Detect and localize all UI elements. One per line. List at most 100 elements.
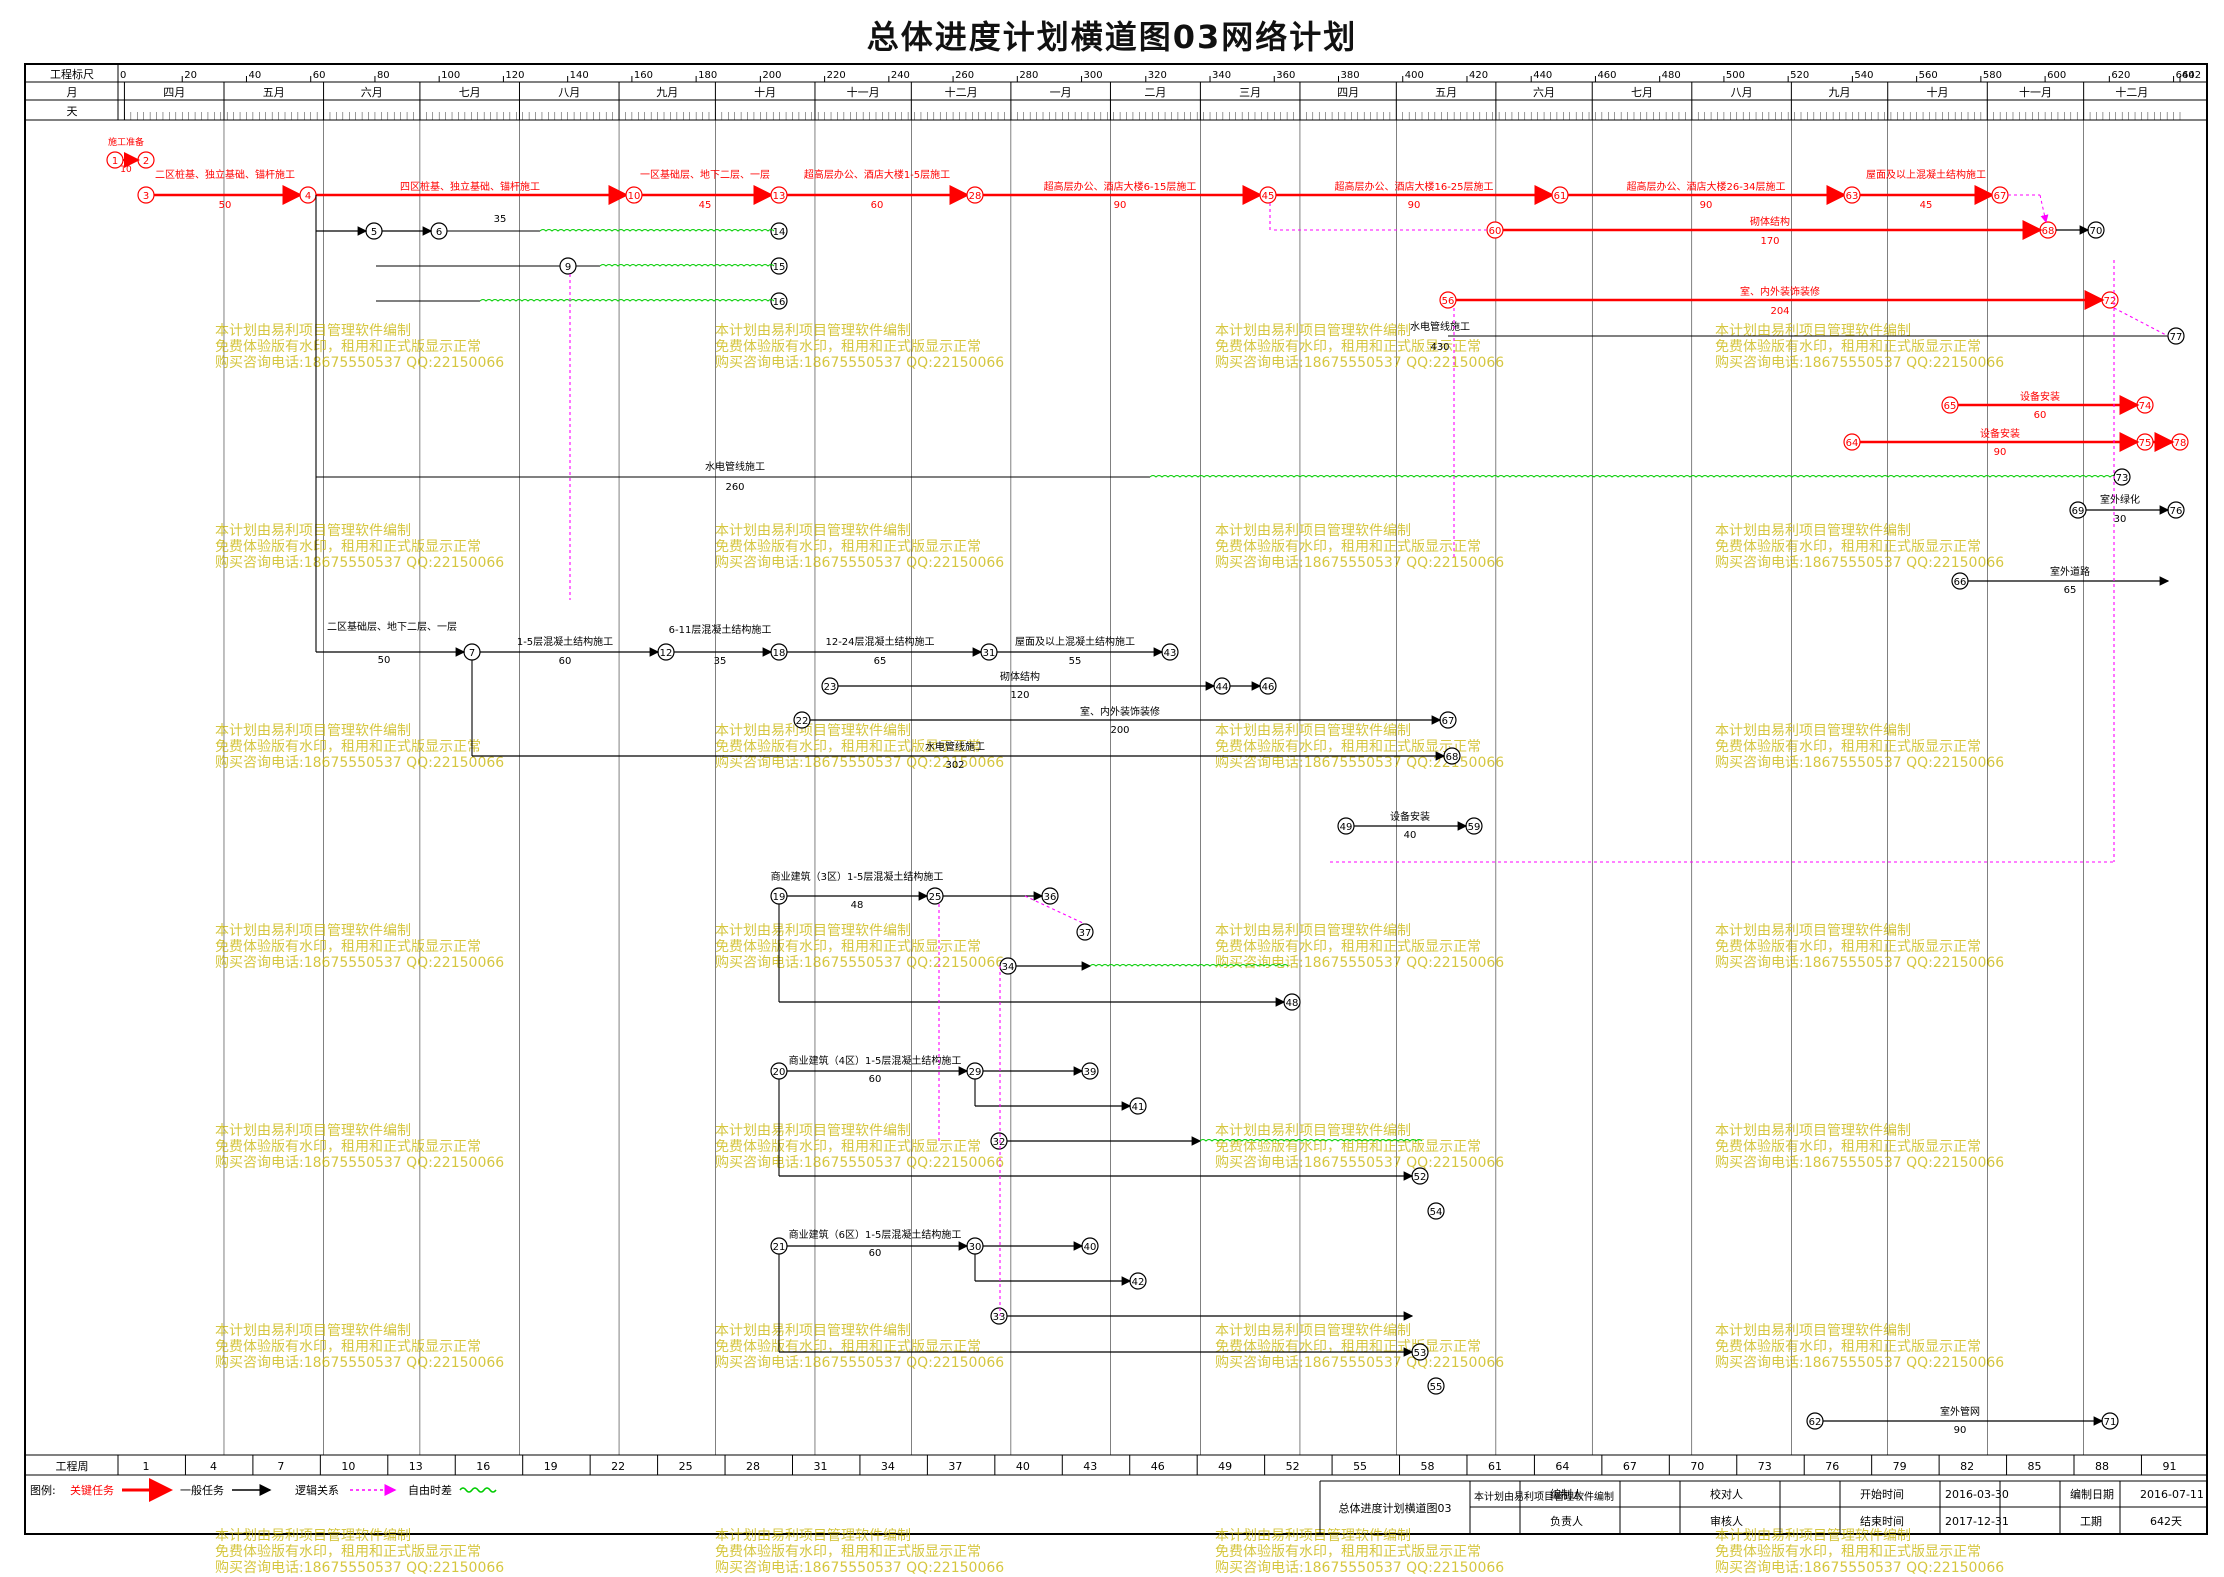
connector-line <box>1024 895 1086 925</box>
week-cell: 76 <box>1825 1460 1839 1473</box>
watermark-text: 免费体验版有水印，租用和正式版显示正常 <box>715 739 981 755</box>
activity-arrow <box>2039 194 2049 223</box>
activity-label: 水电管线施工 <box>705 460 765 473</box>
legend-float-wave <box>459 1487 497 1493</box>
event-node-id: 55 <box>1430 1382 1443 1393</box>
scale-tick-label: 0 <box>120 70 126 81</box>
activity-label: 302 <box>945 760 964 771</box>
event-node <box>1551 186 1569 204</box>
event-node-id: 59 <box>1468 822 1481 833</box>
event-node <box>137 186 155 204</box>
month-label-cell: 五月 <box>263 86 285 99</box>
activity-label: 60 <box>869 1248 882 1259</box>
event-node-id: 6 <box>436 227 442 238</box>
info-end-label: 结束时间 <box>1860 1515 1904 1528</box>
month-label-cell: 六月 <box>361 86 383 99</box>
event-node-id: 19 <box>773 892 786 903</box>
event-node-id: 33 <box>993 1312 1006 1323</box>
info-doc-title: 总体进度计划横道图03 <box>1339 1501 1452 1515</box>
event-node-id: 30 <box>969 1242 982 1253</box>
scale-tick-label: 300 <box>1084 70 1103 81</box>
activity-label: 90 <box>1994 447 2007 458</box>
watermark-text: 免费体验版有水印，租用和正式版显示正常 <box>215 539 481 555</box>
watermark-text: 购买咨询电话:18675550537 QQ:22150066 <box>715 1355 1004 1371</box>
activity-label: 室外管网 <box>1940 1405 1980 1418</box>
activity-label: 430 <box>1430 342 1449 353</box>
event-node-id: 16 <box>773 297 786 308</box>
watermark-text: 购买咨询电话:18675550537 QQ:22150066 <box>715 355 1004 371</box>
activity-label: 10 <box>120 165 132 175</box>
watermark-text: 购买咨询电话:18675550537 QQ:22150066 <box>1715 1560 2004 1576</box>
watermark-text: 免费体验版有水印，租用和正式版显示正常 <box>1215 1139 1481 1155</box>
event-node <box>1427 1202 1445 1220</box>
watermark-text: 免费体验版有水印，租用和正式版显示正常 <box>215 939 481 955</box>
watermark-text: 免费体验版有水印，租用和正式版显示正常 <box>715 1139 981 1155</box>
free-float-wave <box>1199 1139 1423 1142</box>
watermark-text: 购买咨询电话:18675550537 QQ:22150066 <box>215 1155 504 1171</box>
event-node-id: 74 <box>2139 401 2152 412</box>
activity-label: 商业建筑（3区）1-5层混凝土结构施工 <box>771 870 944 883</box>
event-node-id: 9 <box>565 262 571 273</box>
watermark-text: 本计划由易利项目管理软件编制 <box>1215 1528 1411 1544</box>
event-node <box>770 186 788 204</box>
activity-label: 45 <box>1920 200 1933 211</box>
watermark-text: 免费体验版有水印，租用和正式版显示正常 <box>715 939 981 955</box>
scale-tick-label: 320 <box>1148 70 1167 81</box>
scale-tick-label: 600 <box>2047 70 2066 81</box>
event-node <box>625 186 643 204</box>
event-node-id: 29 <box>969 1067 982 1078</box>
month-label-cell: 三月 <box>1239 86 1261 99</box>
watermark-text: 购买咨询电话:18675550537 QQ:22150066 <box>1715 1155 2004 1171</box>
activity-label: 60 <box>869 1074 882 1085</box>
activity-label: 水电管线施工 <box>1410 320 1470 333</box>
activity-label: 水电管线施工 <box>925 740 985 753</box>
month-label-cell: 七月 <box>1631 86 1653 99</box>
event-node-id: 78 <box>2174 438 2187 449</box>
watermark-text: 本计划由易利项目管理软件编制 <box>1215 1323 1411 1339</box>
event-node-id: 65 <box>1944 401 1957 412</box>
watermark-text: 购买咨询电话:18675550537 QQ:22150066 <box>715 755 1004 771</box>
activity-label: 商业建筑（6区）1-5层混凝土结构施工 <box>789 1228 962 1241</box>
watermarks: 本计划由易利项目管理软件编制免费体验版有水印，租用和正式版显示正常购买咨询电话:… <box>215 323 2004 1576</box>
event-node-id: 7 <box>469 648 475 659</box>
event-node-id: 42 <box>1132 1277 1145 1288</box>
activity-label: 屋面及以上混凝土结构施工 <box>1015 635 1135 648</box>
scale-tick-label: 500 <box>1726 70 1745 81</box>
month-label-cell: 一月 <box>1050 86 1072 99</box>
week-cell: 22 <box>611 1460 625 1473</box>
watermark-text: 购买咨询电话:18675550537 QQ:22150066 <box>1215 955 1504 971</box>
activity-label: 室外道路 <box>2050 565 2090 578</box>
legend-float-label: 自由时差 <box>408 1483 452 1497</box>
scale-tick-label: 642 <box>2182 70 2201 81</box>
watermark-text: 本计划由易利项目管理软件编制 <box>215 923 411 939</box>
event-node-id: 49 <box>1340 822 1353 833</box>
event-node-id: 53 <box>1414 1348 1427 1359</box>
event-node-id: 40 <box>1084 1242 1097 1253</box>
free-float-wave <box>1089 964 1289 967</box>
info-date-label: 编制日期 <box>2070 1487 2114 1501</box>
watermark-text: 购买咨询电话:18675550537 QQ:22150066 <box>1215 1155 1504 1171</box>
week-cell: 1 <box>143 1460 150 1473</box>
watermark-text: 购买咨询电话:18675550537 QQ:22150066 <box>1715 755 2004 771</box>
watermark-text: 免费体验版有水印，租用和正式版显示正常 <box>715 539 981 555</box>
activity-label: 设备安装 <box>1980 427 2020 440</box>
free-float-wave <box>479 299 775 302</box>
watermark-text: 免费体验版有水印，租用和正式版显示正常 <box>215 1339 481 1355</box>
watermark-text: 免费体验版有水印，租用和正式版显示正常 <box>1715 1544 1981 1560</box>
activity-label: 260 <box>725 482 744 493</box>
scale-tick-label: 560 <box>1919 70 1938 81</box>
watermark-text: 本计划由易利项目管理软件编制 <box>215 723 411 739</box>
activity-label: 砌体结构 <box>1000 670 1040 683</box>
scale-tick-label: 60 <box>313 70 326 81</box>
event-node-id: 25 <box>929 892 942 903</box>
info-end-value: 2017-12-31 <box>1945 1515 2009 1528</box>
event-node-id: 67 <box>1994 191 2007 202</box>
activity-label: 35 <box>494 214 507 225</box>
week-cell: 52 <box>1286 1460 1300 1473</box>
activity-label: 四区桩基、独立基础、锚杆施工 <box>400 180 540 193</box>
event-node-id: 46 <box>1262 682 1275 693</box>
event-node <box>1259 186 1277 204</box>
watermark-text: 本计划由易利项目管理软件编制 <box>715 323 911 339</box>
week-cell: 34 <box>881 1460 895 1473</box>
